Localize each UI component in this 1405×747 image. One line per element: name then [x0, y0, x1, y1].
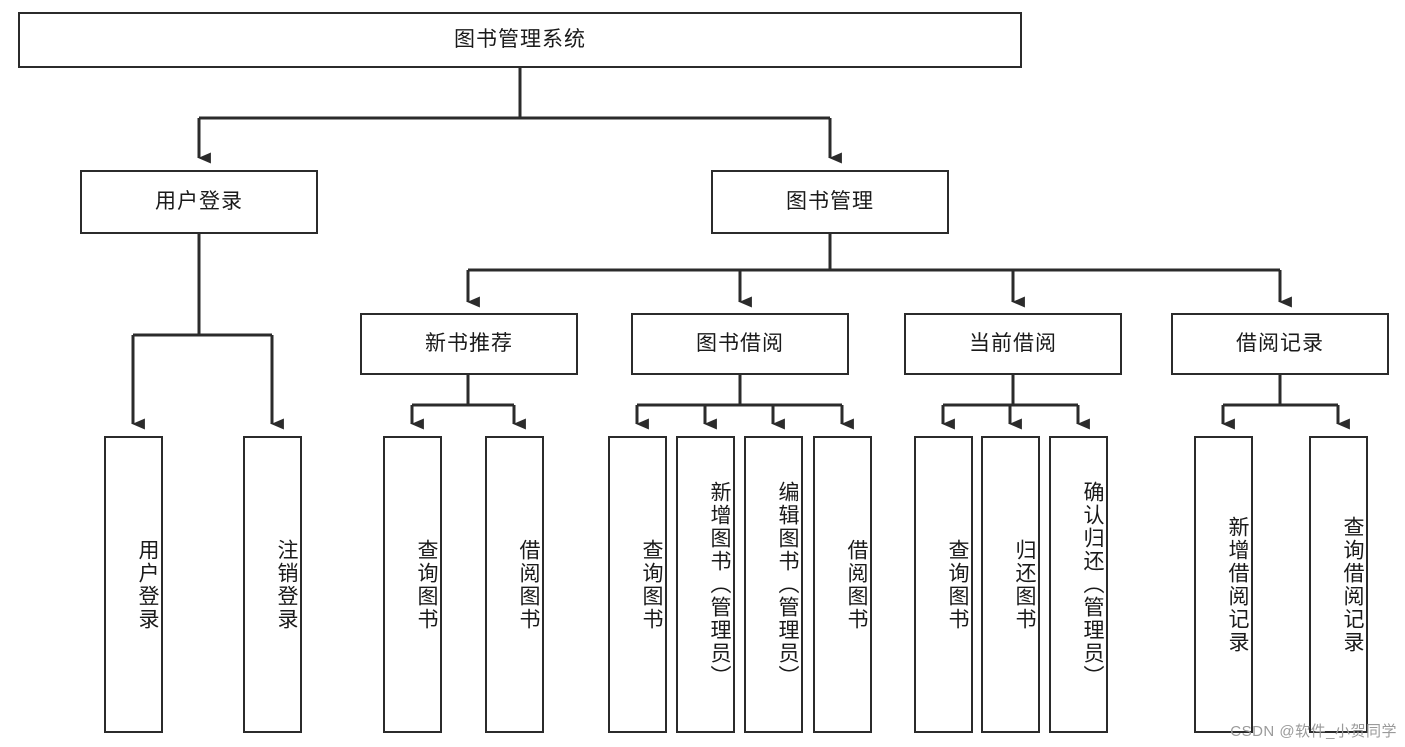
leaf-borrow-query-book[interactable]: 查询图书 [608, 436, 667, 733]
watermark-text: CSDN @软件_小贺同学 [1230, 723, 1397, 740]
node-label: 查询图书 [946, 538, 969, 631]
node-label: 归还图书 [1013, 538, 1036, 631]
node-new-book-recommend[interactable]: 新书推荐 [360, 313, 578, 375]
node-label: 用户登录 [136, 538, 159, 631]
node-label: 新书推荐 [425, 332, 513, 356]
node-label: 图书管理系统 [454, 28, 586, 52]
node-label: 编辑图书（管理员） [776, 481, 799, 688]
node-label: 图书借阅 [696, 332, 784, 356]
node-label: 用户登录 [155, 190, 243, 214]
node-book-management[interactable]: 图书管理 [711, 170, 949, 234]
node-root-system[interactable]: 图书管理系统 [18, 12, 1022, 68]
node-label: 查询借阅记录 [1341, 515, 1364, 654]
node-label: 借阅图书 [845, 538, 868, 631]
node-label: 当前借阅 [969, 332, 1057, 356]
leaf-user-login-login[interactable]: 用户登录 [104, 436, 163, 733]
node-borrow-record[interactable]: 借阅记录 [1171, 313, 1389, 375]
leaf-current-confirm-return-admin[interactable]: 确认归还（管理员） [1049, 436, 1108, 733]
leaf-record-add-record[interactable]: 新增借阅记录 [1194, 436, 1253, 733]
leaf-current-return-book[interactable]: 归还图书 [981, 436, 1040, 733]
leaf-borrow-add-book-admin[interactable]: 新增图书（管理员） [676, 436, 735, 733]
node-label: 确认归还（管理员） [1081, 481, 1104, 688]
node-book-borrow[interactable]: 图书借阅 [631, 313, 849, 375]
node-current-borrow[interactable]: 当前借阅 [904, 313, 1122, 375]
node-label: 查询图书 [415, 538, 438, 631]
node-label: 新增借阅记录 [1226, 515, 1249, 654]
node-label: 借阅记录 [1236, 332, 1324, 356]
node-label: 查询图书 [640, 538, 663, 631]
leaf-borrow-edit-book-admin[interactable]: 编辑图书（管理员） [744, 436, 803, 733]
node-user-login[interactable]: 用户登录 [80, 170, 318, 234]
node-label: 注销登录 [275, 538, 298, 631]
leaf-current-query-book[interactable]: 查询图书 [914, 436, 973, 733]
leaf-user-login-logout[interactable]: 注销登录 [243, 436, 302, 733]
node-label: 新增图书（管理员） [708, 481, 731, 688]
leaf-recommend-borrow-book[interactable]: 借阅图书 [485, 436, 544, 733]
node-label: 图书管理 [786, 190, 874, 214]
leaf-borrow-borrow-book[interactable]: 借阅图书 [813, 436, 872, 733]
leaf-recommend-query-book[interactable]: 查询图书 [383, 436, 442, 733]
leaf-record-query-record[interactable]: 查询借阅记录 [1309, 436, 1368, 733]
node-label: 借阅图书 [517, 538, 540, 631]
